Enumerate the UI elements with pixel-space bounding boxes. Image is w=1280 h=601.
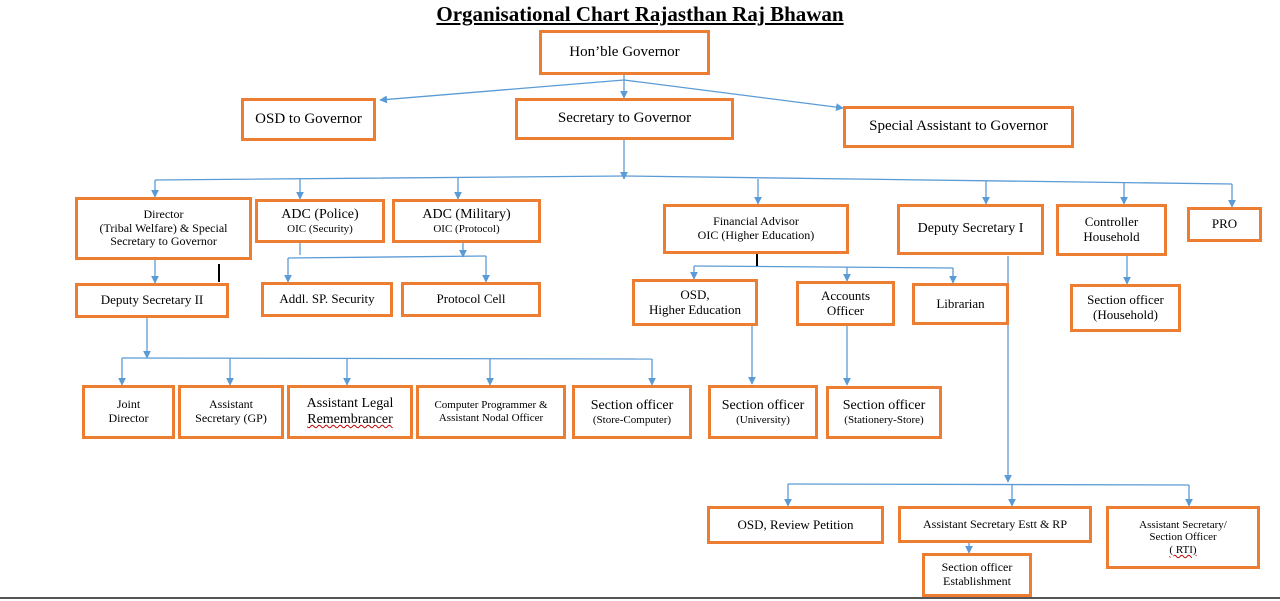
node-osd-higher-education: OSD, Higher Education — [632, 279, 758, 326]
node-accounts-officer: Accounts Officer — [796, 281, 895, 326]
stray-mark — [218, 264, 220, 282]
node-hon-governor: Hon’ble Governor — [539, 30, 710, 75]
node-adc-military: ADC (Military) OIC (Protocol) — [392, 199, 541, 243]
node-section-officer-household: Section officer (Household) — [1070, 284, 1181, 332]
node-assistant-secretary-gp: Assistant Secretary (GP) — [178, 385, 284, 439]
node-section-officer-establishment: Section officer Establishment — [922, 553, 1032, 597]
node-secretary-to-governor: Secretary to Governor — [515, 98, 734, 140]
node-special-assistant-to-governor: Special Assistant to Governor — [843, 106, 1074, 148]
node-deputy-secretary-2: Deputy Secretary II — [75, 283, 229, 318]
node-section-officer-store-computer: Section officer (Store-Computer) — [572, 385, 692, 439]
node-director-tribal-welfare: Director (Tribal Welfare) & Special Secr… — [75, 197, 252, 260]
node-controller-household: Controller Household — [1056, 204, 1167, 256]
node-adc-police: ADC (Police) OIC (Security) — [255, 199, 385, 243]
node-assistant-secretary-rti: Assistant Secretary/ Section Officer ( R… — [1106, 506, 1260, 569]
stray-mark — [756, 254, 758, 266]
node-section-officer-university: Section officer (University) — [708, 385, 818, 439]
bottom-rule — [0, 597, 1280, 599]
node-financial-advisor: Financial Advisor OIC (Higher Education) — [663, 204, 849, 254]
node-section-officer-stationery-store: Section officer (Stationery-Store) — [826, 386, 942, 439]
node-joint-director: Joint Director — [82, 385, 175, 439]
node-pro: PRO — [1187, 207, 1262, 242]
node-librarian: Librarian — [912, 283, 1009, 325]
node-osd-review-petition: OSD, Review Petition — [707, 506, 884, 544]
node-protocol-cell: Protocol Cell — [401, 282, 541, 317]
node-assistant-secretary-estt-rp: Assistant Secretary Estt & RP — [898, 506, 1092, 543]
node-deputy-secretary-1: Deputy Secretary I — [897, 204, 1044, 255]
node-computer-programmer: Computer Programmer & Assistant Nodal Of… — [416, 385, 566, 439]
node-addl-sp-security: Addl. SP. Security — [261, 282, 393, 317]
node-assistant-legal-remembrancer: Assistant Legal Remembrancer — [287, 385, 413, 439]
node-osd-to-governor: OSD to Governor — [241, 98, 376, 141]
chart-title: Organisational Chart Rajasthan Raj Bhawa… — [436, 2, 844, 26]
